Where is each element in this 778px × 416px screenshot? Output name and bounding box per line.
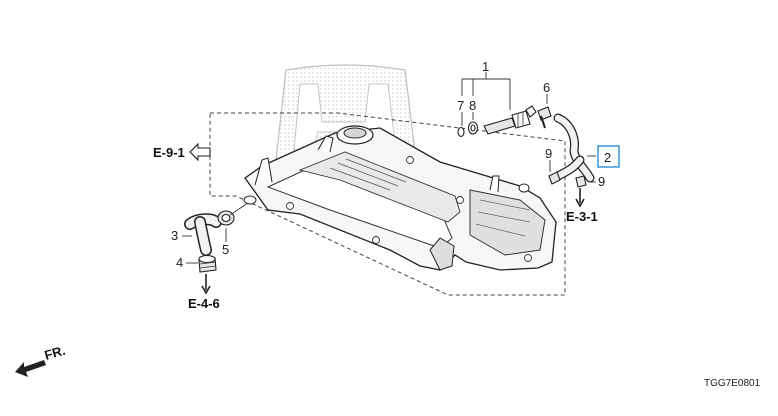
- ref-arrow-e-9-1: [189, 142, 211, 162]
- callout-2-highlight-box: [597, 145, 620, 168]
- ref-label-e-3-1[interactable]: E-3-1: [566, 209, 598, 224]
- ref-arrow-e-4-6: [201, 274, 211, 295]
- assembly-boundary: [209, 112, 566, 296]
- callout-7[interactable]: 7: [457, 98, 464, 113]
- elbow-hose-part-3: [184, 213, 222, 256]
- hose-clamp-part-9b: [575, 175, 587, 188]
- joint-part-4: [198, 254, 217, 273]
- breather-hose-part-2: [553, 113, 595, 183]
- callout-6[interactable]: 6: [543, 80, 550, 95]
- callout-3[interactable]: 3: [171, 228, 178, 243]
- front-direction-arrow: [15, 360, 46, 377]
- callout-4[interactable]: 4: [176, 255, 183, 270]
- hose-clamp-part-9a: [548, 171, 561, 185]
- leader-lines: [182, 72, 596, 264]
- ref-arrow-e-3-1: [575, 188, 585, 208]
- callout-5[interactable]: 5: [222, 242, 229, 257]
- grommet-part-5: [217, 210, 235, 226]
- pcv-valve-part-1: [483, 105, 537, 135]
- diagram-code: TGG7E0801: [704, 378, 761, 389]
- front-label: FR.: [43, 343, 67, 363]
- ref-label-e-9-1[interactable]: E-9-1: [153, 145, 185, 160]
- callout-8[interactable]: 8: [469, 98, 476, 113]
- callout-1[interactable]: 1: [482, 59, 489, 74]
- callout-9b[interactable]: 9: [598, 174, 605, 189]
- bolt-part-6: [537, 106, 552, 129]
- callout-9a[interactable]: 9: [545, 146, 552, 161]
- washer-part-8: [467, 121, 479, 135]
- cylinder-head-cover: [243, 125, 557, 271]
- ref-label-e-4-6[interactable]: E-4-6: [188, 296, 220, 311]
- callout-2[interactable]: 2: [604, 150, 611, 165]
- o-ring-part-7: [457, 126, 465, 138]
